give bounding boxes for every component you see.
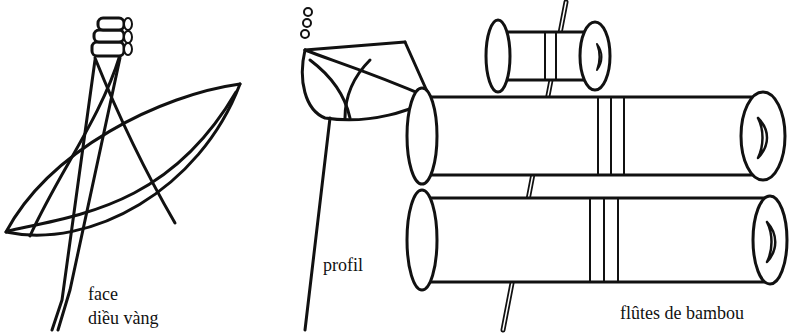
flutes-label: flûtes de bambou [618,304,746,324]
view-label: profil [321,256,365,276]
kite-face-drawing [6,18,240,330]
kite-name-label: diều vàng [86,309,160,329]
view-label: face [86,285,120,305]
bamboo-flutes-drawing [407,2,787,330]
